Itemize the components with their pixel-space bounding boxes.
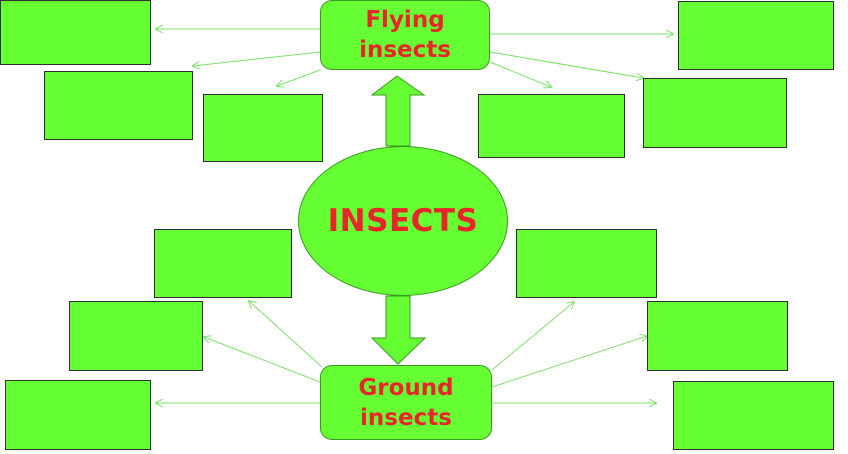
- empty-box-bottom-right-2: [647, 301, 788, 371]
- ground-insects-node: Ground insects: [320, 365, 492, 440]
- empty-box-bottom-right-1: [673, 381, 834, 450]
- empty-box-top-right-1: [678, 1, 834, 70]
- empty-box-top-left-2: [44, 71, 193, 140]
- empty-box-top-right-2: [643, 78, 787, 148]
- empty-box-top-right-3: [478, 94, 625, 158]
- empty-box-top-left-1: [0, 0, 151, 65]
- empty-box-bottom-left-3: [154, 229, 292, 298]
- arrow-ground-to-box-2: [204, 337, 321, 383]
- arrow-flying-to-box-3: [277, 69, 321, 86]
- insects-center-label: INSECTS: [327, 203, 479, 239]
- arrow-ground-to-box-3: [249, 301, 323, 368]
- arrow-flying-to-box-2: [193, 51, 321, 66]
- empty-box-bottom-right-3: [516, 229, 657, 298]
- ground-insects-label: Ground insects: [358, 374, 454, 431]
- arrow-flying-to-box-5: [489, 51, 643, 78]
- arrow-down-to-ground: [370, 295, 427, 365]
- flying-insects-node: Flying insects: [320, 0, 490, 70]
- empty-box-bottom-left-1: [5, 380, 151, 450]
- arrow-ground-to-box-5: [491, 336, 647, 388]
- arrow-ground-to-box-6: [491, 302, 574, 371]
- flying-insects-label: Flying insects: [359, 7, 451, 63]
- arrow-flying-to-box-6: [489, 61, 551, 87]
- arrow-up-to-flying: [370, 75, 426, 147]
- empty-box-bottom-left-2: [69, 301, 203, 371]
- insects-center-node: INSECTS: [298, 146, 508, 296]
- empty-box-top-left-3: [203, 94, 323, 162]
